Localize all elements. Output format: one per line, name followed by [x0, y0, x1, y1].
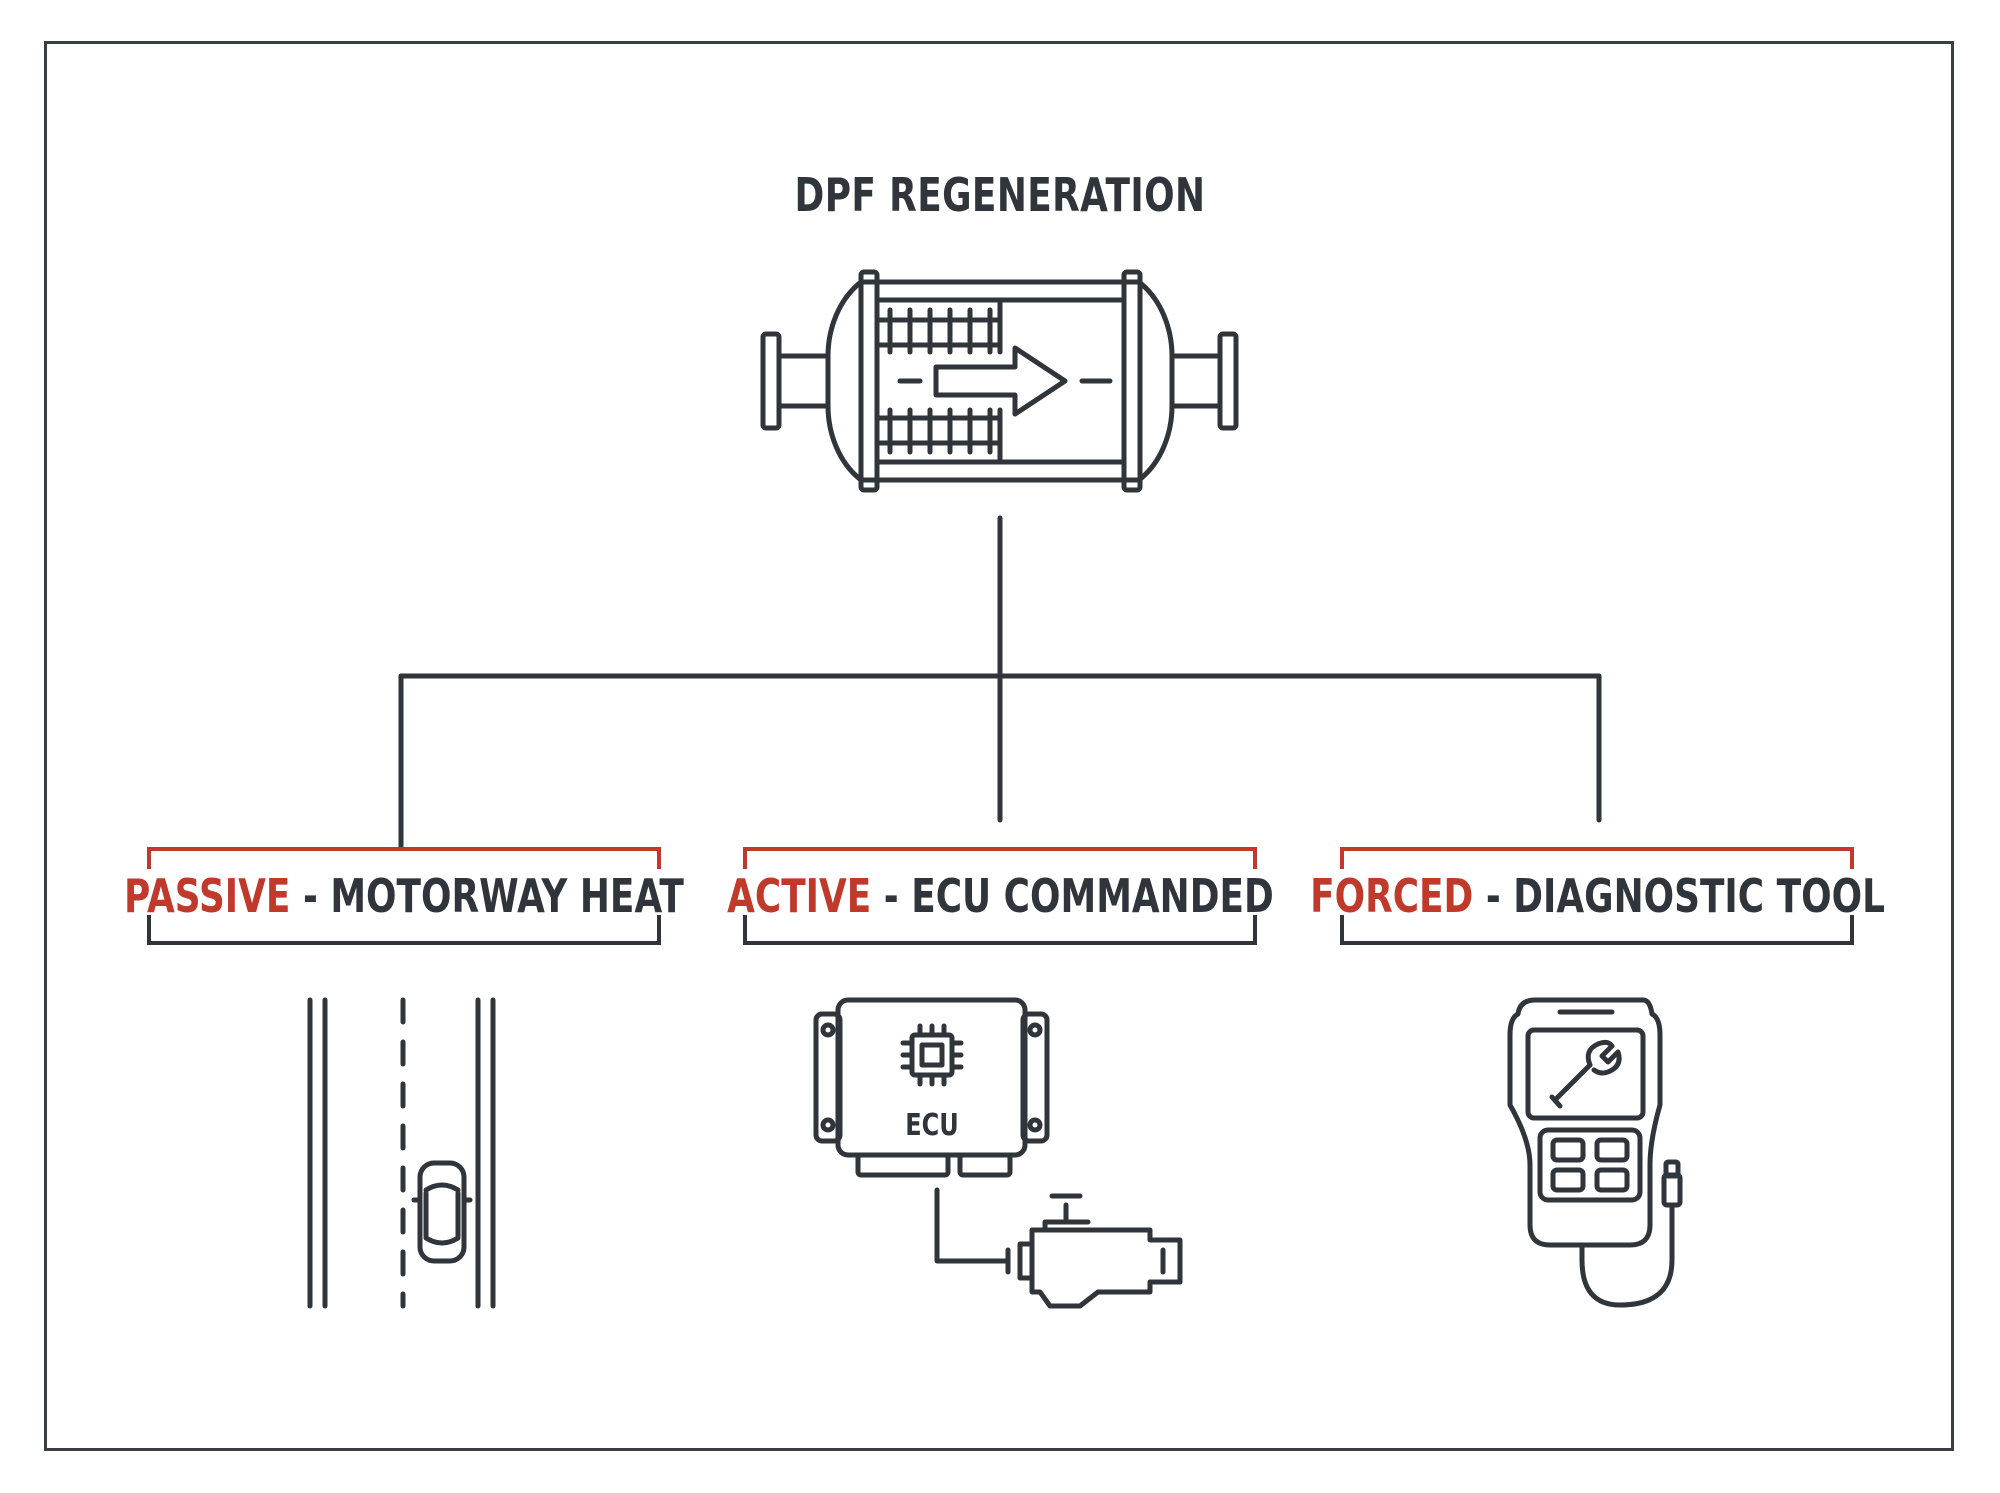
ecu-engine-icon	[813, 997, 1183, 1309]
tree-connector-lines	[398, 515, 1602, 850]
passive-separator: -	[290, 869, 331, 923]
passive-label-box: PASSIVE - MOTORWAY HEAT	[124, 847, 684, 945]
forced-description: DIAGNOSTIC TOOL	[1512, 869, 1885, 923]
ecu-text: ECU	[905, 1108, 959, 1143]
forced-keyword: FORCED	[1309, 869, 1473, 923]
forced-label-box: FORCED - DIAGNOSTIC TOOL	[1310, 847, 1884, 945]
diagram-title: DPF REGENERATION	[794, 168, 1206, 222]
active-description: ECU COMMANDED	[910, 869, 1274, 923]
motorway-car-icon	[307, 997, 496, 1309]
active-separator: -	[870, 869, 911, 923]
forced-label: FORCED - DIAGNOSTIC TOOL	[1310, 869, 1885, 923]
passive-label: PASSIVE - MOTORWAY HEAT	[124, 869, 684, 923]
diagnostic-scanner-icon	[1507, 997, 1683, 1308]
active-keyword: ACTIVE	[726, 869, 871, 923]
active-label-box: ACTIVE - ECU COMMANDED	[727, 847, 1273, 945]
active-label: ACTIVE - ECU COMMANDED	[727, 869, 1274, 923]
forced-separator: -	[1472, 869, 1513, 923]
dpf-filter-icon	[760, 269, 1239, 493]
passive-keyword: PASSIVE	[124, 869, 291, 923]
passive-description: MOTORWAY HEAT	[330, 869, 684, 923]
diagram-frame	[44, 41, 1954, 1451]
